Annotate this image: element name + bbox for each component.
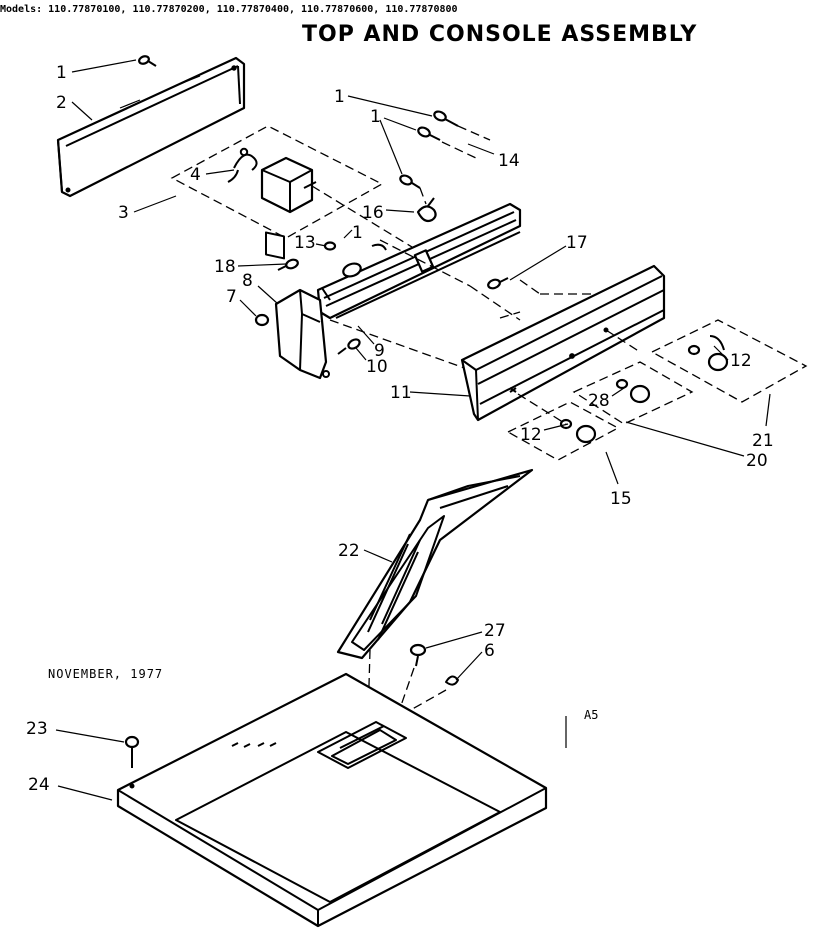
callout-3: 3	[118, 203, 129, 223]
top-drawing	[116, 672, 567, 928]
callout-21: 21	[752, 431, 774, 451]
screw-18-17-drawing	[277, 258, 596, 319]
callout-1a: 1	[56, 63, 67, 83]
timer-box-drawing	[170, 125, 431, 260]
revision-date: NOVEMBER, 1977	[48, 667, 164, 681]
screw-1a-drawing	[138, 55, 157, 67]
callout-15: 15	[610, 489, 632, 509]
console-back-panel-drawing	[56, 56, 246, 198]
callout-11: 11	[390, 383, 412, 403]
callout-16: 16	[362, 203, 384, 223]
callouts: 1 2 3 4 1 1 14 16 1	[26, 59, 774, 801]
callout-10: 10	[366, 357, 388, 377]
callout-9: 9	[374, 341, 385, 361]
callout-24: 24	[28, 775, 50, 795]
callout-23: 23	[26, 719, 48, 739]
knob-groups-drawing	[506, 319, 808, 461]
callout-2: 2	[56, 93, 67, 113]
callout-28: 28	[588, 391, 610, 411]
callout-12a: 12	[730, 351, 752, 371]
callout-27: 27	[484, 621, 506, 641]
callout-20: 20	[746, 451, 768, 471]
models-line: Models: 110.77870100, 110.77870200, 110.…	[0, 4, 458, 15]
callout-18: 18	[214, 257, 236, 277]
callout-22: 22	[338, 541, 360, 561]
console-drawing	[460, 264, 666, 422]
callout-1c: 1	[370, 107, 381, 127]
callout-1b: 1	[334, 87, 345, 107]
callout-8: 8	[242, 271, 253, 291]
diagram-title: TOP AND CONSOLE ASSEMBLY	[302, 22, 698, 47]
callout-7: 7	[226, 287, 237, 307]
callout-17: 17	[566, 233, 588, 253]
page-code: A5	[584, 708, 599, 722]
callout-1d: 1	[352, 223, 363, 243]
callout-6: 6	[484, 641, 495, 661]
lint-screen-drawing	[336, 468, 534, 660]
bracket-rail-drawing	[316, 202, 522, 320]
screws-cluster-drawing	[399, 110, 491, 223]
callout-4: 4	[190, 165, 201, 185]
callout-14: 14	[498, 151, 520, 171]
callout-12b: 12	[520, 425, 542, 445]
callout-13: 13	[294, 233, 316, 253]
switch-housing-drawing	[254, 239, 521, 380]
